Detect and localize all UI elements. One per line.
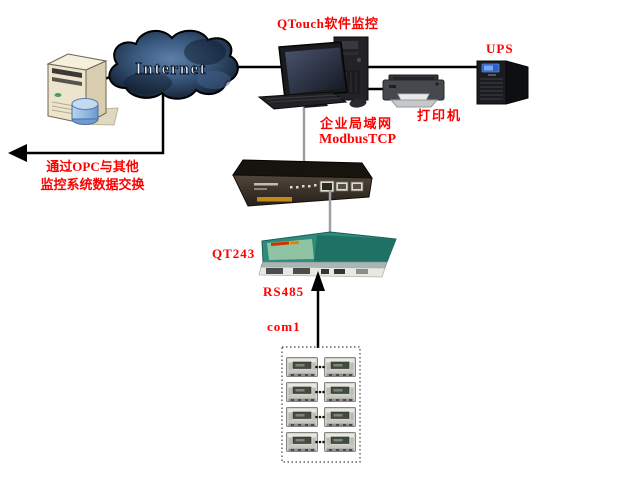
printer-label: 打印机 — [417, 108, 463, 123]
energy-meter-icon — [324, 357, 356, 377]
ups-label: UPS — [486, 41, 514, 56]
server-database-icon — [46, 53, 119, 126]
database-cylinder-icon — [71, 98, 99, 125]
energy-meter-icon — [324, 432, 356, 452]
gateway-device-icon — [258, 231, 397, 278]
internet-cloud-icon: Internet — [108, 29, 239, 100]
energy-meter-icon — [324, 382, 356, 402]
energy-meter-icon — [324, 407, 356, 427]
energy-meter-icon — [286, 432, 318, 452]
energy-meter-icon — [286, 407, 318, 427]
mouse-icon — [349, 98, 367, 108]
ellipsis-dots — [315, 365, 325, 444]
printer-icon — [382, 74, 445, 108]
router-icon — [232, 159, 373, 207]
left-arrow-icon — [8, 144, 27, 162]
internet-label: Internet — [135, 59, 206, 78]
workstation-icon — [257, 36, 369, 110]
serial-bus-label: RS485 — [263, 284, 305, 299]
opc-note-line2: 监控系统数据交换 — [40, 177, 145, 192]
lan-name-label: 企业局域网 — [320, 116, 393, 131]
ups-icon — [476, 60, 529, 105]
up-arrow-icon — [311, 271, 325, 348]
opc-note-line1: 通过OPC与其他 — [46, 159, 139, 174]
energy-meter-icon — [286, 357, 318, 377]
opc-link-line — [26, 90, 165, 155]
energy-meter-icon — [286, 382, 318, 402]
gateway-model-label: QT243 — [212, 246, 256, 261]
meter-group — [281, 346, 361, 463]
com-port-label: com1 — [267, 319, 301, 334]
lan-protocol-label: ModbusTCP — [319, 132, 397, 147]
meter-group-boundary — [281, 346, 361, 463]
software-monitor-label: QTouch软件监控 — [277, 16, 379, 31]
